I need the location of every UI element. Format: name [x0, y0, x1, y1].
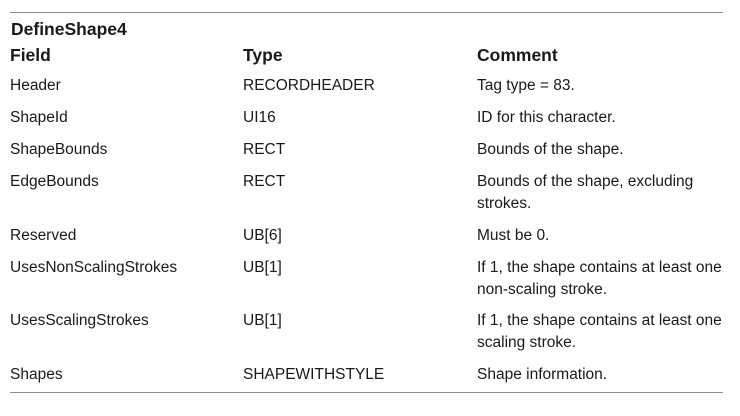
table-row: ShapeId UI16 ID for this character.: [10, 107, 723, 139]
table-title: DefineShape4: [11, 19, 127, 39]
row-field: EdgeBounds: [10, 173, 99, 190]
header-comment: Comment: [477, 45, 558, 65]
row-type: UB[1]: [243, 312, 282, 329]
row-field: Reserved: [10, 227, 77, 244]
table-row: ShapeBounds RECT Bounds of the shape.: [10, 139, 723, 171]
table-row: Reserved UB[6] Must be 0.: [10, 225, 723, 257]
row-type: RECT: [243, 141, 286, 158]
table-row: Shapes SHAPEWITHSTYLE Shape information.: [10, 364, 723, 386]
header-field: Field: [10, 45, 51, 65]
row-comment: ID for this character.: [477, 109, 616, 126]
table-row: EdgeBounds RECT Bounds of the shape, exc…: [10, 171, 723, 225]
row-type: UB[6]: [243, 227, 282, 244]
row-field: ShapeBounds: [10, 141, 108, 158]
row-type: RECT: [243, 173, 286, 190]
row-type: UI16: [243, 109, 276, 126]
row-comment: Shape information.: [477, 366, 608, 383]
row-comment: Must be 0.: [477, 227, 550, 244]
row-comment: Bounds of the shape.: [477, 141, 624, 158]
row-type: UB[1]: [243, 259, 282, 276]
row-comment: Tag type = 83.: [477, 77, 575, 94]
row-comment: Bounds of the shape, excluding strokes.: [477, 173, 694, 212]
row-comment: If 1, the shape contains at least one no…: [477, 259, 722, 298]
define-shape4-table: DefineShape4 Field Type Comment Header R…: [10, 12, 723, 393]
table-row: Header RECORDHEADER Tag type = 83.: [10, 75, 723, 107]
table-top-rule: [10, 12, 723, 13]
table-header-row: Field Type Comment: [10, 43, 723, 75]
row-field: UsesScalingStrokes: [10, 312, 149, 329]
row-type: RECORDHEADER: [243, 77, 375, 94]
row-field: Header: [10, 77, 61, 94]
table-bottom-rule: [10, 392, 723, 393]
row-comment: If 1, the shape contains at least one sc…: [477, 312, 722, 351]
row-field: ShapeId: [10, 109, 68, 126]
row-field: UsesNonScalingStrokes: [10, 259, 178, 276]
table-row: UsesScalingStrokes UB[1] If 1, the shape…: [10, 310, 723, 364]
row-field: Shapes: [10, 366, 63, 383]
row-type: SHAPEWITHSTYLE: [243, 366, 385, 383]
table-row: UsesNonScalingStrokes UB[1] If 1, the sh…: [10, 257, 723, 310]
header-type: Type: [243, 45, 283, 65]
